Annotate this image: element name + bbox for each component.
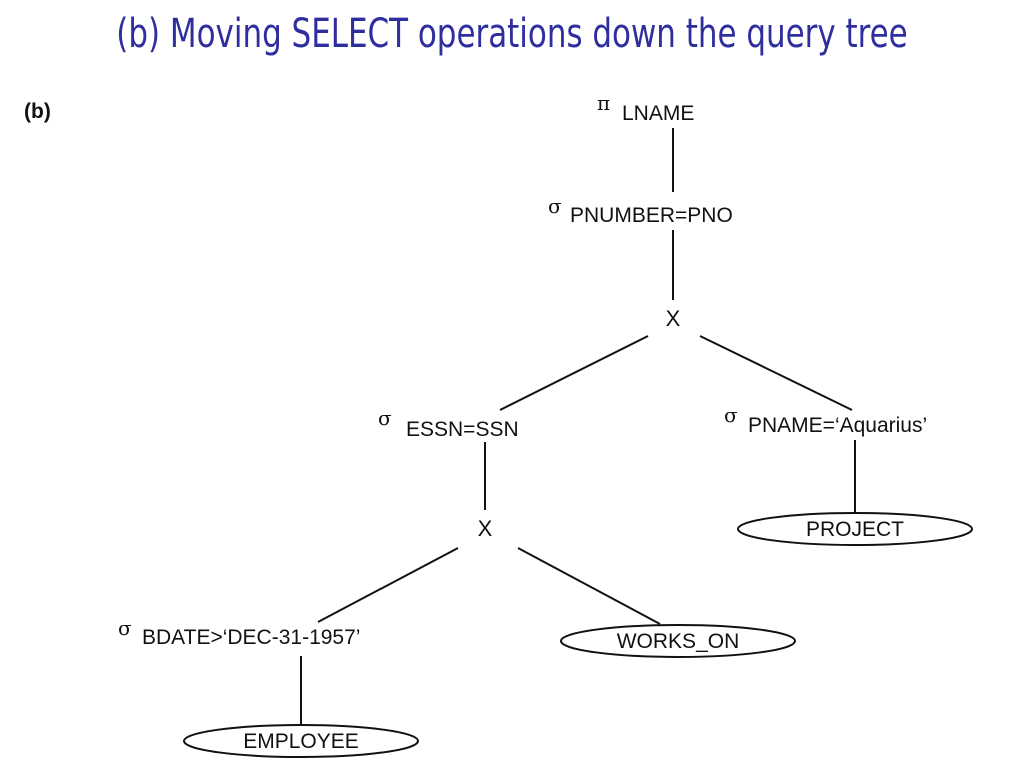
relation-project: PROJECT bbox=[737, 512, 973, 546]
pi-symbol: π bbox=[597, 91, 610, 115]
node-project-lname: π LNAME bbox=[597, 91, 694, 125]
edge-cross-top-pname bbox=[699, 335, 853, 411]
node-label: PNAME=‘Aquarius’ bbox=[748, 414, 927, 437]
node-label: ESSN=SSN bbox=[406, 418, 519, 441]
node-label: PNUMBER=PNO bbox=[570, 204, 733, 227]
relation-ellipse bbox=[737, 512, 973, 546]
node-select-bdate: σ BDATE>‘DEC-31-1957’ bbox=[118, 616, 360, 649]
relation-label: PROJECT bbox=[806, 518, 904, 541]
node-cross-top: X bbox=[666, 306, 681, 331]
slide-title: (b) Moving SELECT operations down the qu… bbox=[116, 11, 908, 57]
relation-ellipse bbox=[560, 624, 796, 658]
sigma-symbol: σ bbox=[724, 403, 738, 427]
edge-cross-bottom-works-on bbox=[517, 547, 661, 625]
relation-works-on: WORKS_ON bbox=[560, 624, 796, 658]
edge-cross-bottom-bdate bbox=[317, 547, 459, 623]
node-select-pname: σ PNAME=‘Aquarius’ bbox=[724, 403, 927, 437]
panel-label: (b) bbox=[24, 100, 51, 123]
relation-label: EMPLOYEE bbox=[243, 730, 359, 753]
edge-cross-top-essn bbox=[499, 335, 649, 411]
relation-ellipse bbox=[183, 724, 419, 758]
sigma-symbol: σ bbox=[378, 406, 392, 430]
node-select-essn: σ ESSN=SSN bbox=[378, 406, 519, 441]
relation-employee: EMPLOYEE bbox=[183, 724, 419, 758]
node-select-pnumber: σ PNUMBER=PNO bbox=[548, 194, 733, 227]
node-cross-bottom: X bbox=[478, 516, 493, 541]
sigma-symbol: σ bbox=[118, 616, 132, 640]
sigma-symbol: σ bbox=[548, 194, 562, 218]
node-label: BDATE>‘DEC-31-1957’ bbox=[142, 626, 360, 649]
tree-edges bbox=[300, 128, 856, 726]
node-label: LNAME bbox=[622, 102, 694, 125]
relation-label: WORKS_ON bbox=[617, 630, 740, 653]
